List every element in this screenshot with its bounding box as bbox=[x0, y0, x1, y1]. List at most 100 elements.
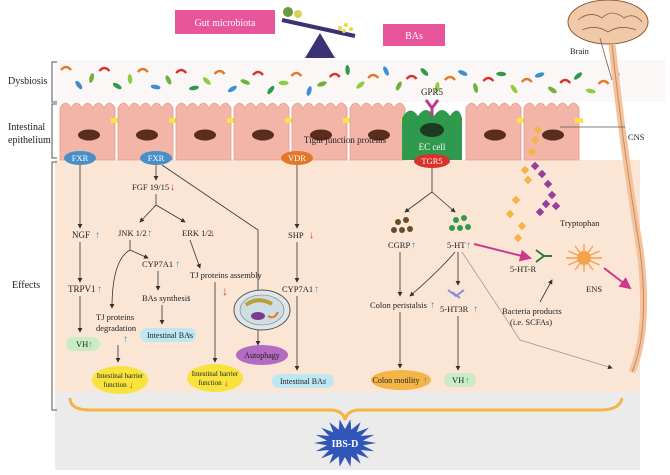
arrow-5ht-peristalsis bbox=[409, 251, 456, 297]
arrow-bacteria-ens bbox=[539, 279, 553, 303]
ec-cell-label: EC cell bbox=[419, 142, 446, 152]
5ht3r-label: 5-HT3R bbox=[440, 304, 469, 314]
shp-down-icon: ↓ bbox=[309, 230, 314, 241]
fgf-down-icon: ↓ bbox=[170, 182, 175, 193]
vh-label-1: VH bbox=[76, 339, 88, 349]
tgr5-label: TGR5 bbox=[421, 156, 442, 166]
autophagy-label: Autophagy bbox=[244, 351, 280, 360]
fxr-receptor-2 bbox=[140, 151, 172, 165]
dysbiosis-label: Dysbiosis bbox=[8, 76, 48, 87]
tj-assembly-down-icon: ↓ bbox=[222, 284, 228, 298]
effects-band bbox=[55, 160, 640, 392]
5ht3r-up-icon: ↑ bbox=[473, 304, 478, 315]
cyp7a1-up-icon-a: ↑ bbox=[175, 259, 180, 270]
vdr-label: VDR bbox=[288, 153, 306, 163]
barrier2-label-2: function bbox=[198, 379, 222, 387]
line-fgf-jnk bbox=[139, 204, 157, 223]
intestinal-bas-up-icon-b: ↑ bbox=[323, 376, 328, 386]
intestinal-bas-label-a: Intestinal BAs bbox=[147, 331, 193, 340]
dysbiosis-bracket bbox=[51, 61, 57, 103]
shp-label: SHP bbox=[288, 230, 304, 240]
line-jnk-tj bbox=[109, 249, 131, 309]
intestinal-bas-label-b: Intestinal BAs bbox=[280, 377, 326, 386]
ibsd-label: IBS-D bbox=[332, 439, 359, 450]
gpr5-receptor-icon bbox=[424, 99, 440, 116]
line-split-5ht bbox=[431, 191, 456, 213]
barrier-pill-2 bbox=[187, 364, 243, 392]
colon-peristalsis-label: Colon peristalsis bbox=[370, 300, 427, 310]
jnk-up-icon: ↑ bbox=[147, 228, 152, 239]
tj-degradation-label-1: TJ proteins bbox=[96, 312, 134, 322]
tight-junction-label: Tight junction proteins bbox=[304, 135, 387, 145]
effects-label: Effects bbox=[12, 280, 40, 291]
ens-neuron-icon bbox=[566, 244, 602, 272]
gut-microbiota-box bbox=[175, 10, 275, 34]
tj-degradation-label-2: degradation bbox=[96, 323, 137, 333]
gpr5-label: GPR5 bbox=[421, 87, 444, 97]
arrow-erk-tjassembly bbox=[189, 239, 201, 269]
barrier2-down-icon: ↓ bbox=[224, 378, 229, 388]
barrier1-label-1: Intestinal barrier bbox=[97, 372, 144, 380]
ec-cell-nucleus bbox=[420, 123, 444, 137]
barrier-pill-1 bbox=[92, 366, 148, 394]
intestinal-bas-up-icon-a: ↑ bbox=[187, 330, 192, 340]
colon-peristalsis-up-icon: ↑ bbox=[430, 300, 435, 311]
vh-pill-2 bbox=[444, 373, 476, 387]
erk-down-icon: ↓ bbox=[210, 228, 215, 239]
vh-label-2: VH bbox=[452, 375, 464, 385]
dysbiosis-microbes bbox=[60, 65, 620, 96]
spinal-cord-edge bbox=[611, 43, 645, 373]
barrier1-down-icon: ↓ bbox=[129, 380, 134, 390]
pink-arrow-ens-cns bbox=[603, 267, 632, 290]
line-fgf-erk bbox=[155, 204, 186, 223]
bacteria-products-label-2: (i.e. SCFAs) bbox=[510, 317, 552, 327]
line-5ht-bacteria bbox=[461, 251, 613, 370]
cgrp-label: CGRP bbox=[388, 240, 410, 250]
5ht-granules-icon bbox=[449, 215, 471, 231]
barrier2-label-1: Intestinal barrier bbox=[192, 370, 239, 378]
dysbiosis-band bbox=[55, 60, 665, 102]
pink-arrow-5ht-htr bbox=[473, 243, 532, 262]
bottom-brace bbox=[68, 397, 624, 421]
vh-pill-1 bbox=[66, 337, 100, 351]
intestinal-bas-pill-b bbox=[272, 374, 334, 388]
fgf-label: FGF 19/15 bbox=[132, 182, 169, 192]
5ht-up-icon: ↑ bbox=[466, 240, 471, 251]
cyp7a1-up-icon-b: ↑ bbox=[314, 284, 319, 295]
balance-scale-icon bbox=[281, 7, 356, 58]
fxr-label-1: FXR bbox=[72, 153, 89, 163]
bas-box bbox=[383, 24, 445, 46]
bacteria-products-label-1: Bacteria products bbox=[502, 306, 562, 316]
epithelium-label-1: Intestinal bbox=[8, 122, 45, 133]
autophagy-pill bbox=[236, 345, 288, 365]
vdr-receptor bbox=[281, 151, 313, 165]
erk-label: ERK 1/2 bbox=[182, 228, 212, 238]
bas-synthesis-label: BAs synthesis bbox=[142, 293, 190, 303]
cns-label: CNS bbox=[628, 132, 645, 142]
epithelium-bracket bbox=[51, 103, 57, 159]
ibsd-burst bbox=[313, 419, 377, 467]
vh-up-icon-2: ↑ bbox=[465, 375, 470, 385]
bas-text: BAs bbox=[405, 31, 423, 42]
cgrp-up-icon: ↑ bbox=[411, 240, 416, 251]
trpv1-up-icon: ↑ bbox=[97, 284, 102, 295]
line-split-cgrp bbox=[404, 191, 433, 213]
brain-icon bbox=[567, 0, 649, 81]
tgr5-badge bbox=[414, 154, 450, 168]
fxr-receptor-1 bbox=[64, 151, 96, 165]
htr-label: 5-HT-R bbox=[510, 264, 536, 274]
fxr-label-2: FXR bbox=[148, 153, 165, 163]
effects-bracket bbox=[51, 161, 57, 411]
cyp7a1-label-a: CYP7A1 bbox=[142, 259, 173, 269]
cgrp-granules-icon bbox=[391, 217, 413, 233]
ens-label: ENS bbox=[586, 284, 602, 294]
tj-assembly-label: TJ proteins assembly bbox=[190, 270, 263, 280]
tryptophan-label: Tryptophan bbox=[560, 218, 600, 228]
epithelium-cells bbox=[59, 102, 583, 161]
brain-label: Brain bbox=[570, 46, 590, 56]
bas-synthesis-up-icon: ↑ bbox=[186, 293, 191, 304]
5ht-label: 5-HT bbox=[447, 240, 466, 250]
5ht3r-receptor-icon bbox=[447, 289, 465, 299]
ngf-up-icon: ↑ bbox=[95, 230, 100, 241]
trpv1-label: TRPV1 bbox=[68, 284, 96, 294]
